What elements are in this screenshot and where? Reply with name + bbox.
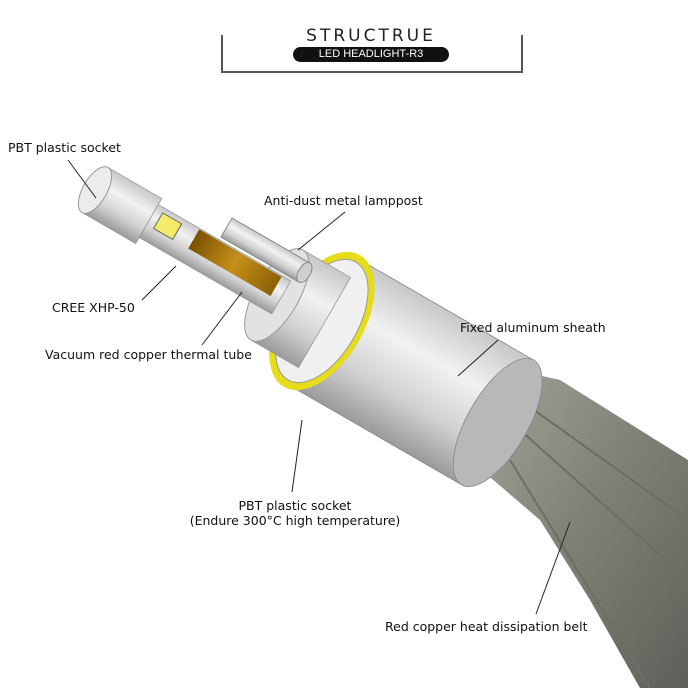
label-pbt-socket-top: PBT plastic socket: [8, 140, 121, 155]
label-pbt-socket-bottom-line1: PBT plastic socket: [238, 498, 352, 513]
label-anti-dust-lamppost: Anti-dust metal lamppost: [264, 193, 423, 208]
cree-led-chip: [152, 212, 183, 241]
heat-dissipation-belt: [470, 360, 688, 688]
leader-pbt-bottom: [291, 419, 303, 493]
header-subtitle-badge: LED HEADLIGHT-R3: [293, 47, 449, 62]
leader-copper: [201, 291, 243, 346]
heat-belt-strand: [509, 399, 688, 688]
header-frame-gap: [252, 33, 488, 39]
label-copper-tube: Vacuum red copper thermal tube: [45, 347, 252, 362]
copper-thermal-tube: [188, 229, 282, 296]
leader-cree: [141, 265, 177, 301]
label-cree: CREE XHP-50: [52, 300, 135, 315]
label-heat-belt: Red copper heat dissipation belt: [385, 619, 588, 634]
header-title: STRUCTRUE: [306, 26, 436, 46]
label-pbt-socket-bottom: PBT plastic socket (Endure 300°C high te…: [185, 498, 405, 528]
leader-anti-dust: [297, 211, 346, 251]
anti-dust-lamppost: [220, 217, 313, 284]
leader-belt: [535, 521, 571, 615]
label-pbt-socket-bottom-line2: (Endure 300°C high temperature): [189, 513, 401, 528]
header-frame: [221, 35, 523, 73]
leader-aluminum: [457, 339, 499, 377]
label-aluminum-sheath: Fixed aluminum sheath: [460, 320, 606, 335]
leader-pbt-top: [67, 159, 97, 199]
